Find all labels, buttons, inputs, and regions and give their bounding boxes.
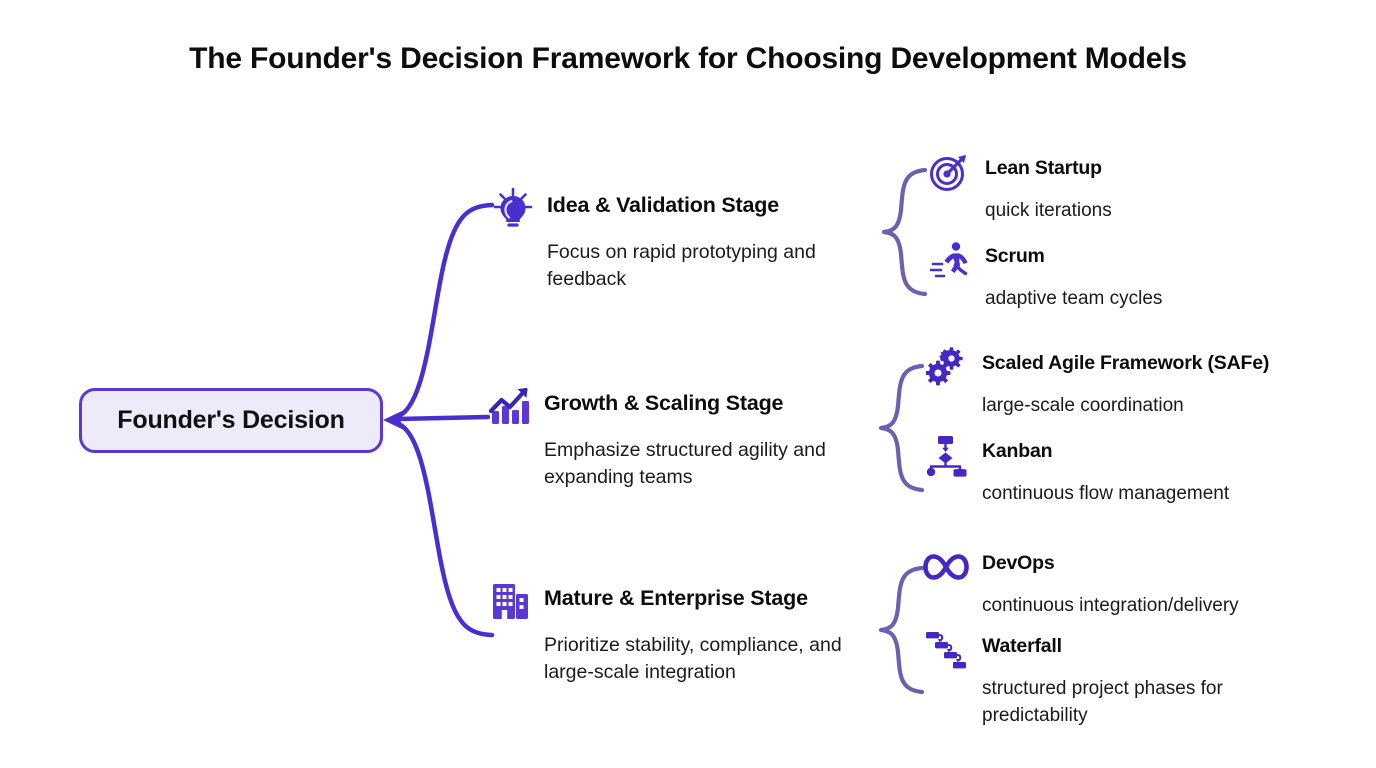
connector-to-idea-validation xyxy=(392,202,495,420)
growth-chart-icon xyxy=(484,380,536,432)
branch-idea-validation[interactable]: Idea & Validation Stage Focus on rapid p… xyxy=(487,182,847,293)
root-arrowhead xyxy=(383,410,404,430)
root-node-label: Founder's Decision xyxy=(117,406,345,434)
target-icon xyxy=(925,150,973,194)
leaf-title: Scrum xyxy=(985,245,1045,267)
leaf-title: Scaled Agile Framework (SAFe) xyxy=(982,352,1270,374)
leaf-description: quick iterations xyxy=(985,200,1112,221)
runner-icon xyxy=(925,238,973,282)
branch-title: Growth & Scaling Stage xyxy=(544,391,784,415)
leaf-description: adaptive team cycles xyxy=(985,288,1163,309)
branch-title: Mature & Enterprise Stage xyxy=(544,586,808,610)
leaf-description: structured project phases for predictabi… xyxy=(982,678,1223,726)
root-node[interactable]: Founder's Decision xyxy=(79,388,383,453)
connector-to-mature-enterprise xyxy=(392,420,495,638)
leaf-lean-startup[interactable]: Lean Startup quick iterations xyxy=(925,150,1112,224)
cascade-steps-icon xyxy=(922,628,970,672)
leaf-title: Waterfall xyxy=(982,635,1062,657)
branch-header: Growth & Scaling Stage xyxy=(484,380,844,432)
brace-growth-scaling xyxy=(878,363,925,493)
gears-icon xyxy=(922,345,970,389)
branch-description: Focus on rapid prototyping and feedback xyxy=(547,241,816,290)
leaf-scrum[interactable]: Scrum adaptive team cycles xyxy=(925,238,1162,312)
brace-mature-enterprise xyxy=(878,565,925,695)
leaf-description: continuous flow management xyxy=(982,483,1230,504)
branch-header: Mature & Enterprise Stage xyxy=(484,575,844,627)
leaf-title: Kanban xyxy=(982,440,1053,462)
leaf-header: Waterfall xyxy=(922,628,1312,672)
lightbulb-icon xyxy=(487,182,539,234)
leaf-kanban[interactable]: Kanban continuous flow management xyxy=(922,433,1229,507)
page-title: The Founder's Decision Framework for Cho… xyxy=(189,42,1187,75)
leaf-devops[interactable]: DevOps continuous integration/delivery xyxy=(922,545,1239,619)
branch-header: Idea & Validation Stage xyxy=(487,182,847,234)
flowchart-icon xyxy=(922,433,970,477)
leaf-safe[interactable]: Scaled Agile Framework (SAFe) large-scal… xyxy=(922,345,1269,419)
leaf-title: DevOps xyxy=(982,552,1055,574)
leaf-header: Kanban xyxy=(922,433,1229,477)
leaf-title: Lean Startup xyxy=(985,157,1102,179)
brace-idea-validation xyxy=(881,167,928,297)
branch-title: Idea & Validation Stage xyxy=(547,193,779,217)
leaf-waterfall[interactable]: Waterfall structured project phases for … xyxy=(922,628,1312,729)
branch-growth-scaling[interactable]: Growth & Scaling Stage Emphasize structu… xyxy=(484,380,844,491)
leaf-description: large-scale coordination xyxy=(982,395,1184,416)
buildings-icon xyxy=(484,575,536,627)
branch-mature-enterprise[interactable]: Mature & Enterprise Stage Prioritize sta… xyxy=(484,575,844,686)
infinity-icon xyxy=(922,545,970,589)
leaf-description: continuous integration/delivery xyxy=(982,595,1239,616)
leaf-header: Scaled Agile Framework (SAFe) xyxy=(922,345,1269,389)
connector-to-growth-scaling xyxy=(395,414,491,422)
leaf-header: DevOps xyxy=(922,545,1239,589)
leaf-header: Scrum xyxy=(925,238,1162,282)
branch-description: Emphasize structured agility and expandi… xyxy=(544,439,826,488)
branch-description: Prioritize stability, compliance, and la… xyxy=(544,634,842,683)
leaf-header: Lean Startup xyxy=(925,150,1112,194)
